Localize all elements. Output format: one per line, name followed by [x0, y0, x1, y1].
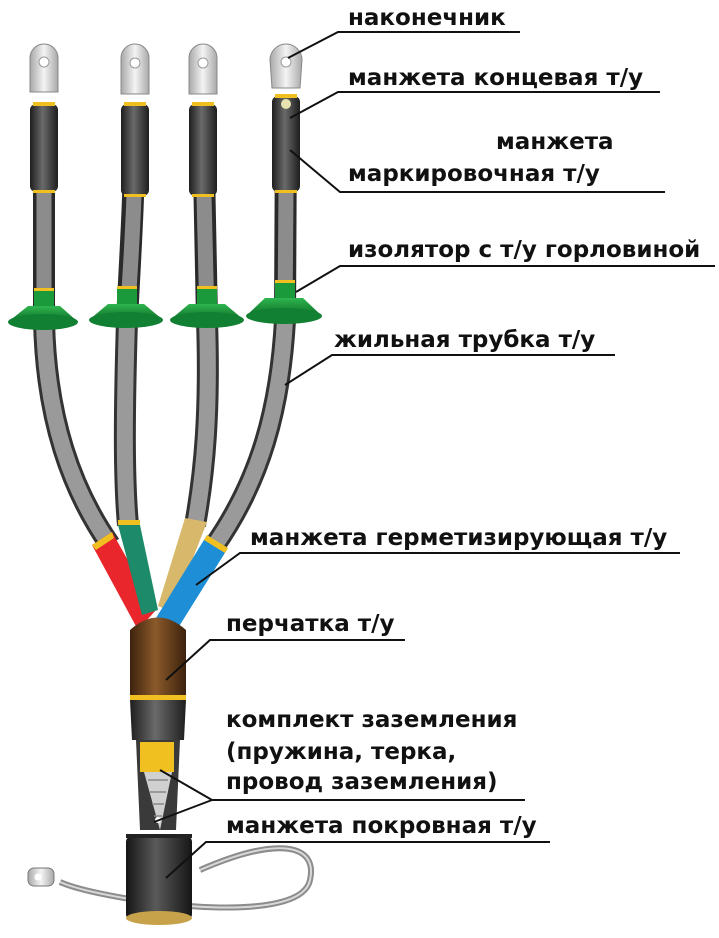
label-sealing-cuff: манжета герметизирующая т/у — [250, 524, 667, 552]
label-grounding-line1: комплект заземления — [226, 706, 517, 734]
sealing-cuffs — [92, 518, 228, 630]
label-glove: перчатка т/у — [226, 610, 394, 638]
leader-glove — [166, 640, 405, 680]
label-core-tube: жильная трубка т/у — [334, 326, 595, 354]
leader-sealing-cuff — [196, 553, 680, 585]
label-end-cuff: манжета концевая т/у — [348, 64, 643, 92]
end-cuffs — [30, 94, 300, 197]
label-cover-cuff: манжета покровная т/у — [226, 812, 537, 840]
cable-lugs — [30, 44, 302, 94]
label-marker-line1: манжета — [496, 128, 614, 156]
cover-cuff — [126, 834, 192, 925]
core-tubes — [44, 120, 286, 545]
leader-core-tube — [285, 355, 615, 385]
grounding-section — [130, 700, 186, 830]
label-grounding-line2: (пружина, терка, — [226, 738, 456, 766]
leader-lug — [288, 32, 520, 58]
label-insulator: изолятор с т/у горловиной — [348, 236, 700, 264]
leader-insulator — [296, 266, 715, 292]
leader-end-cuff — [290, 92, 660, 118]
glove — [130, 618, 186, 701]
label-marker-line2: маркировочная т/у — [348, 160, 600, 188]
label-lug: наконечник — [348, 4, 506, 32]
label-grounding-line3: провод заземления) — [226, 768, 497, 796]
